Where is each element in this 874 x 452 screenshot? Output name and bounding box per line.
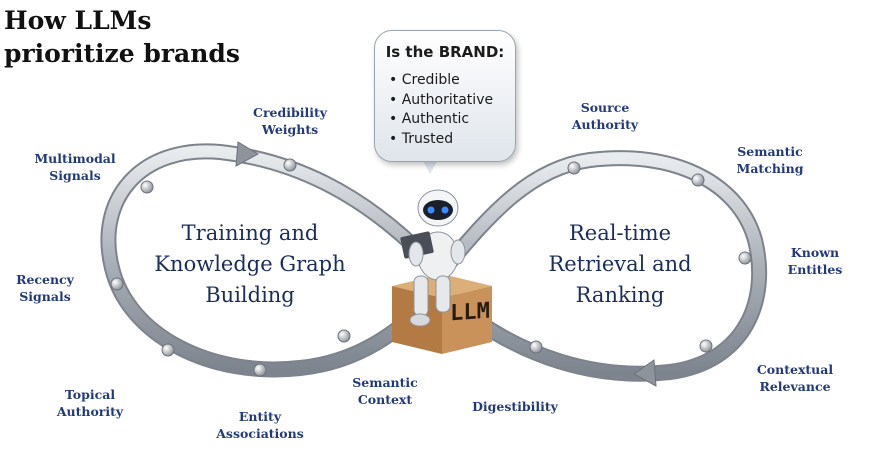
left-loop-title: Training and Knowledge Graph Building [150, 218, 350, 311]
bubble-item: Trusted [389, 130, 493, 150]
label-line: Multimodal [34, 151, 116, 166]
label-line: Semantic [352, 375, 418, 390]
label-line: Entity [238, 409, 282, 424]
label-line: Source [580, 100, 630, 115]
label-line: Known [790, 245, 840, 260]
label-line: Topical [64, 387, 116, 402]
label-line: Entitles [787, 262, 843, 277]
speech-bubble: Is the BRAND: Credible Authoritative Aut… [374, 30, 516, 162]
label-line: Signals [19, 289, 71, 304]
label-line: Context [357, 392, 413, 407]
label-known-entitles: Known Entitles [770, 244, 860, 278]
left-loop-line-1: Training and [181, 221, 319, 245]
label-semantic-matching: Semantic Matching [720, 143, 820, 177]
label-credibility-weights: Credibility Weights [235, 104, 345, 138]
right-loop-title: Real-time Retrieval and Ranking [520, 218, 720, 311]
label-line: Weights [261, 122, 319, 137]
label-line: Signals [49, 168, 101, 183]
arrow-head-top-left [235, 141, 260, 167]
bubble-brand: BRAND: [438, 43, 505, 61]
label-line: Relevance [759, 379, 831, 394]
left-loop-line-2: Knowledge Graph [154, 252, 346, 276]
label-semantic-context: Semantic Context [330, 374, 440, 408]
bubble-list: Credible Authoritative Authentic Trusted [389, 71, 493, 149]
right-loop-line-2: Retrieval and [548, 252, 692, 276]
label-source-authority: Source Authority [550, 99, 660, 133]
left-loop-line-3: Building [205, 283, 295, 307]
label-line: Contextual [756, 362, 834, 377]
label-line: Recency [16, 272, 74, 287]
arrow-head-bottom-right [633, 359, 657, 387]
bubble-item: Authoritative [389, 91, 493, 111]
title-line-2: prioritize brands [4, 39, 240, 68]
label-multimodal-signals: Multimodal Signals [20, 150, 130, 184]
bubble-prefix: Is the [385, 43, 434, 61]
label-line: Digestibility [472, 399, 558, 414]
label-line: Credibility [253, 105, 327, 120]
label-line: Authority [571, 117, 639, 132]
robot-illustration [392, 189, 492, 354]
loop-beads [110, 158, 752, 377]
llm-box-label: LLM [450, 298, 490, 327]
label-entity-associations: Entity Associations [200, 408, 320, 442]
title-line-1: How LLMs [4, 6, 152, 35]
label-digestibility: Digestibility [460, 398, 570, 415]
label-line: Semantic [737, 144, 803, 159]
label-contextual-relevance: Contextual Relevance [740, 361, 850, 395]
label-line: Associations [216, 426, 304, 441]
right-loop-line-1: Real-time [568, 221, 672, 245]
label-recency-signals: Recency Signals [0, 271, 90, 305]
label-topical-authority: Topical Authority [40, 386, 140, 420]
bubble-heading: Is the BRAND: [375, 43, 515, 61]
bubble-item: Authentic [389, 110, 493, 130]
page-title: How LLMs prioritize brands [4, 4, 240, 70]
bubble-item: Credible [389, 71, 493, 91]
label-line: Authority [56, 404, 124, 419]
right-loop-line-3: Ranking [575, 283, 665, 307]
label-line: Matching [736, 161, 804, 176]
